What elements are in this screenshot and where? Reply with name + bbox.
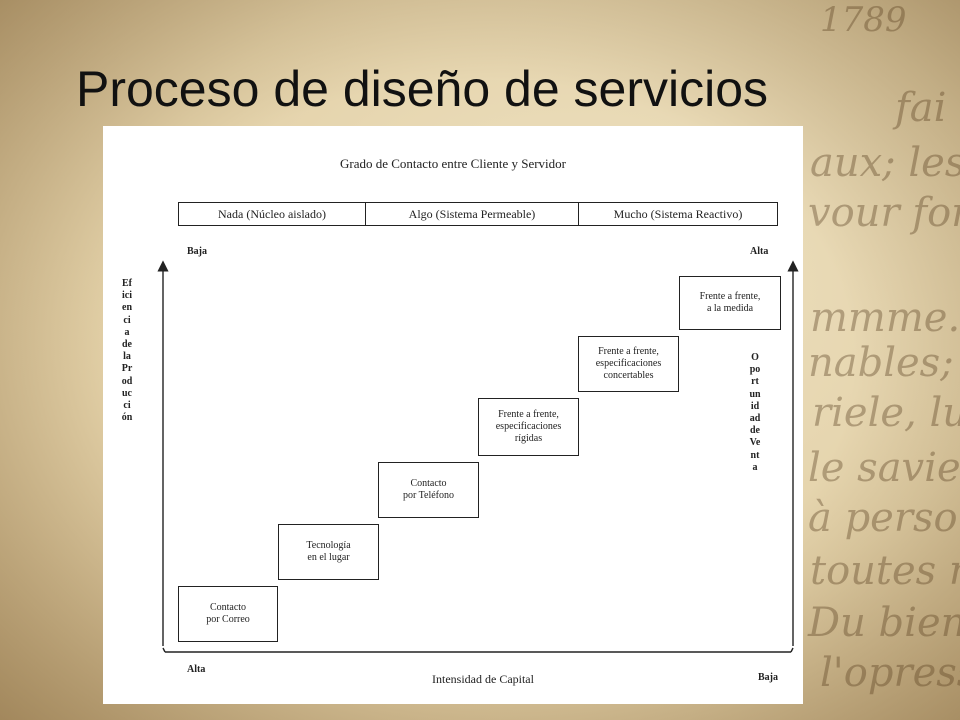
left-axis-label: Eficiencia de la Producción xyxy=(121,278,133,424)
step-line: Contacto xyxy=(410,478,447,489)
top-right-label: Alta xyxy=(750,246,769,257)
bottom-right-label: Baja xyxy=(758,672,778,683)
category-cell: Algo (Sistema Permeable) xyxy=(366,203,579,225)
step-line: en el lugar xyxy=(307,552,350,563)
bg-script-line: aux; les xyxy=(810,140,960,186)
step-box-face-custom: Frente a frente,a la medida xyxy=(679,276,781,330)
step-line: Contacto xyxy=(209,602,247,613)
bottom-left-label: Alta xyxy=(187,664,206,675)
step-line: a la medida xyxy=(706,303,754,314)
bg-script-line: l'opressi xyxy=(820,650,960,696)
bg-script-line: 1789 xyxy=(820,0,907,40)
bg-script-line: à personne xyxy=(808,495,960,541)
step-line: Tecnología xyxy=(306,540,351,551)
contact-categories-row: Nada (Núcleo aislado) Algo (Sistema Perm… xyxy=(178,202,778,226)
bg-script-line: riele, lu xyxy=(812,390,960,436)
service-design-diagram: Grado de Contacto entre Cliente y Servid… xyxy=(103,126,803,704)
contact-degree-header: Grado de Contacto entre Cliente y Servid… xyxy=(340,156,566,171)
top-left-label: Baja xyxy=(187,246,207,257)
bg-script-line: nables; tel xyxy=(808,340,960,386)
bg-script-line: toutes res xyxy=(810,548,960,594)
step-line: concertables xyxy=(603,370,654,381)
axis-arrows xyxy=(157,260,799,653)
bg-script-line: le savie xyxy=(808,445,960,491)
bg-script-line: Du bien in xyxy=(808,600,960,646)
step-line: por Teléfono xyxy=(402,490,455,501)
bg-script-line: mmme. sail xyxy=(810,295,960,341)
step-line: especificaciones xyxy=(495,421,562,432)
step-line: especificaciones xyxy=(595,358,662,369)
category-cell: Mucho (Sistema Reactivo) xyxy=(613,207,743,221)
bg-script-line: vour fondet xyxy=(808,190,960,236)
step-line: Frente a frente, xyxy=(598,346,659,357)
bg-script-line: fai xyxy=(895,85,947,131)
step-line: por Correo xyxy=(206,614,250,625)
step-line: rígidas xyxy=(514,433,543,444)
bottom-axis-label: Intensidad de Capital xyxy=(432,672,534,686)
step-line: Frente a frente, xyxy=(699,291,761,302)
right-axis-label: Oportunidad de Venta xyxy=(749,352,761,473)
step-line: Frente a frente, xyxy=(498,409,559,420)
slide-title: Proceso de diseño de servicios xyxy=(76,61,769,117)
category-cell: Nada (Núcleo aislado) xyxy=(179,203,366,225)
